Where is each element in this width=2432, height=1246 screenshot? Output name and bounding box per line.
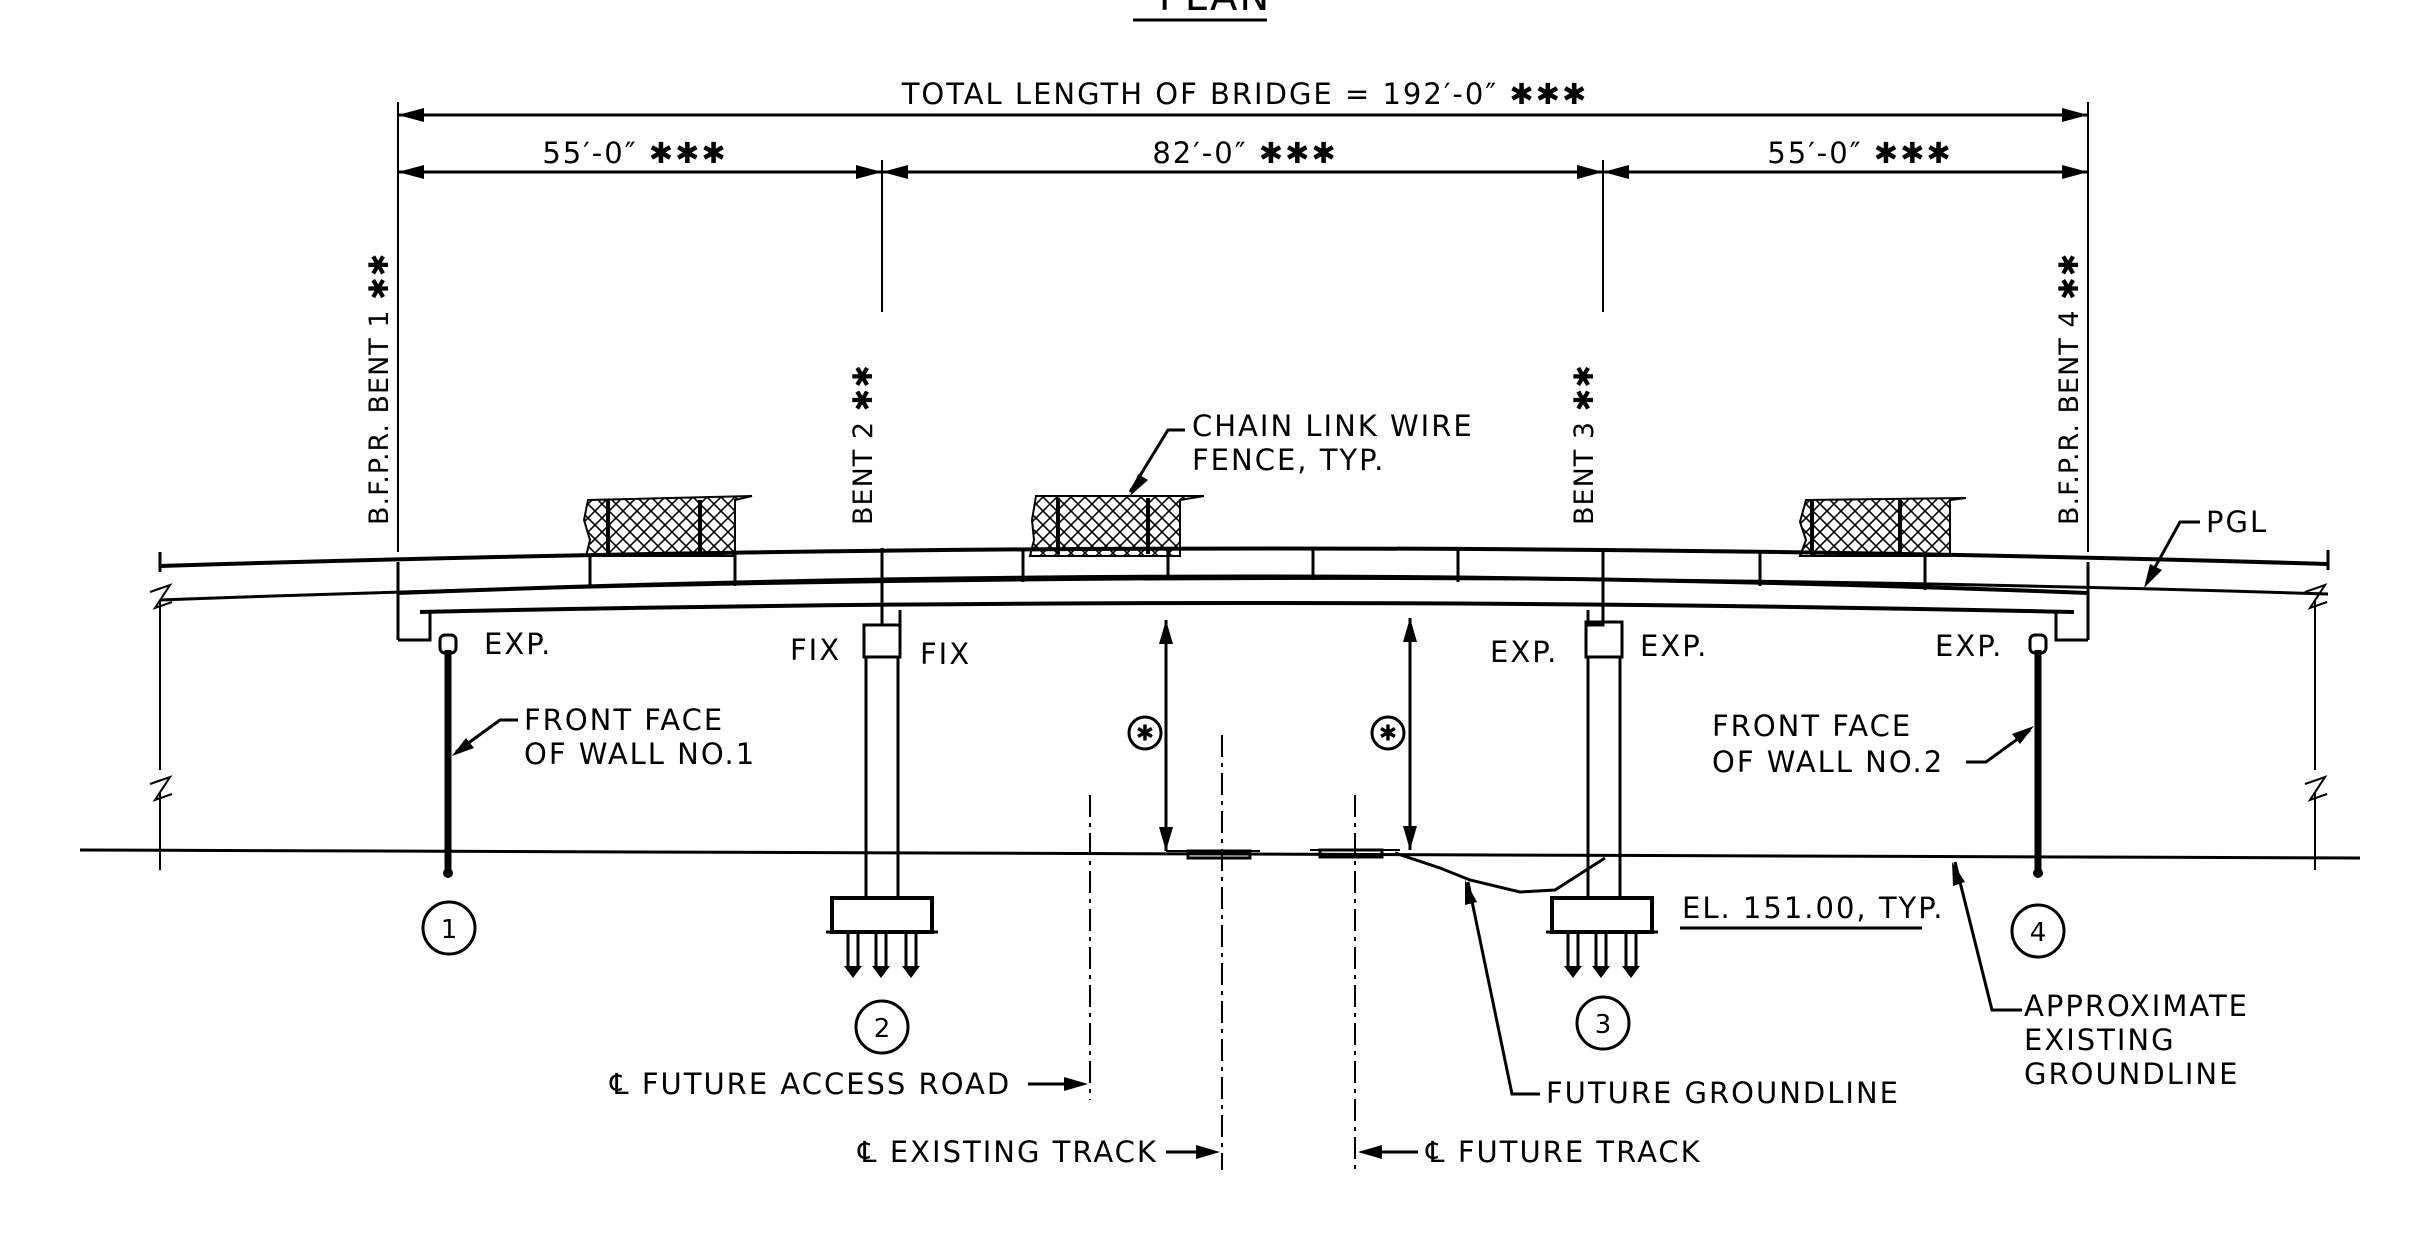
future-track-callout: ℄ FUTURE TRACK: [1358, 1135, 1702, 1169]
bearing-exp-bent4: EXP.: [1935, 629, 2003, 663]
wall2-label-line1: FRONT FACE: [1712, 709, 1912, 743]
elevation-callout: EL. 151.00, TYP.: [1680, 891, 1944, 930]
bent1-label: B.F.P.R. BENT 1 ✱✱: [364, 253, 395, 525]
existing-groundline-label-3: GROUNDLINE: [2024, 1057, 2239, 1091]
svg-text:3: 3: [1595, 1010, 1612, 1040]
span-dimensions: 55′-0″ ✱✱✱ 82′-0″ ✱✱✱ 55′-0″ ✱✱✱: [398, 136, 2088, 179]
wall1-label-line2: OF WALL NO.1: [524, 737, 756, 771]
future-groundline-label: FUTURE GROUNDLINE: [1546, 1076, 1900, 1110]
access-road-label: ℄ FUTURE ACCESS ROAD: [609, 1067, 1011, 1101]
fence-callout: CHAIN LINK WIRE FENCE, TYP.: [1128, 409, 1474, 496]
bent2-label: BENT 2 ✱✱: [848, 364, 879, 525]
wall2-callout: FRONT FACE OF WALL NO.2: [1712, 709, 2034, 779]
bridge-deck: [158, 546, 2330, 642]
wall-2: [2028, 633, 2048, 878]
clearance-mark-2: ✱: [1379, 722, 1397, 747]
svg-text:1: 1: [441, 915, 458, 945]
bearing-exp-bent3-right: EXP.: [1640, 629, 1708, 663]
bent-number-4: 4: [2010, 903, 2066, 959]
bent-2-column: [826, 623, 938, 978]
bent-number-2: 2: [854, 999, 910, 1055]
future-groundline-callout: FUTURE GROUNDLINE: [1465, 880, 1900, 1110]
clearance-mark-1: ✱: [1136, 722, 1154, 747]
existing-groundline-label-2: EXISTING: [2024, 1023, 2176, 1057]
bent-number-1: 1: [421, 900, 477, 956]
bent4-label: B.F.P.R. BENT 4 ✱✱: [2054, 253, 2085, 525]
pgl-callout: PGL: [2144, 505, 2268, 588]
access-road-callout: ℄ FUTURE ACCESS ROAD: [609, 1067, 1088, 1101]
span1-label: 55′-0″ ✱✱✱: [542, 136, 727, 170]
drawing-title: PLAN: [1159, 0, 1272, 20]
wall2-label-line2: OF WALL NO.2: [1712, 745, 1944, 779]
bent-3-column: [1546, 620, 1658, 978]
fence-label-line1: CHAIN LINK WIRE: [1192, 409, 1474, 443]
bearing-exp-bent3-left: EXP.: [1490, 635, 1558, 669]
svg-text:4: 4: [2030, 918, 2047, 948]
chain-link-fence-right: [1798, 497, 1967, 557]
total-length-label: TOTAL LENGTH OF BRIDGE = 192′-0″ ✱✱✱: [901, 77, 1589, 111]
span2-label: 82′-0″ ✱✱✱: [1152, 136, 1337, 170]
track-centerlines: [1089, 735, 1356, 1170]
pgl-label: PGL: [2206, 505, 2268, 539]
existing-track-callout: ℄ EXISTING TRACK: [857, 1135, 1220, 1169]
bearing-exp-bent1: EXP.: [484, 627, 552, 661]
existing-track-label: ℄ EXISTING TRACK: [857, 1135, 1158, 1169]
existing-groundline-label-1: APPROXIMATE: [2024, 989, 2249, 1023]
existing-groundline-callout: APPROXIMATE EXISTING GROUNDLINE: [1952, 861, 2249, 1091]
fence-label-line2: FENCE, TYP.: [1192, 443, 1385, 477]
break-lines: [149, 583, 2328, 870]
bent-number-3: 3: [1575, 995, 1631, 1051]
chain-link-fence-center: [1028, 495, 1205, 557]
vertical-clearance-dimensions: ✱ ✱: [1127, 618, 1417, 851]
future-track-label: ℄ FUTURE TRACK: [1425, 1135, 1702, 1169]
bent3-label: BENT 3 ✱✱: [1569, 364, 1600, 525]
span3-label: 55′-0″ ✱✱✱: [1767, 136, 1952, 170]
wall-1: [438, 633, 458, 878]
bent-reference-lines: [397, 102, 2089, 552]
chain-link-fence-left: [582, 495, 753, 557]
wall1-label-line1: FRONT FACE: [524, 703, 724, 737]
future-groundline: [1166, 848, 1606, 894]
existing-groundline: [79, 848, 2361, 860]
elevation-label: EL. 151.00, TYP.: [1682, 891, 1944, 925]
svg-text:2: 2: [874, 1014, 891, 1044]
total-length-dimension: TOTAL LENGTH OF BRIDGE = 192′-0″ ✱✱✱: [398, 77, 2088, 122]
bearing-fix-bent2-left: FIX: [790, 633, 841, 667]
wall1-callout: FRONT FACE OF WALL NO.1: [452, 703, 756, 771]
bearing-fix-bent2-right: FIX: [920, 637, 971, 671]
